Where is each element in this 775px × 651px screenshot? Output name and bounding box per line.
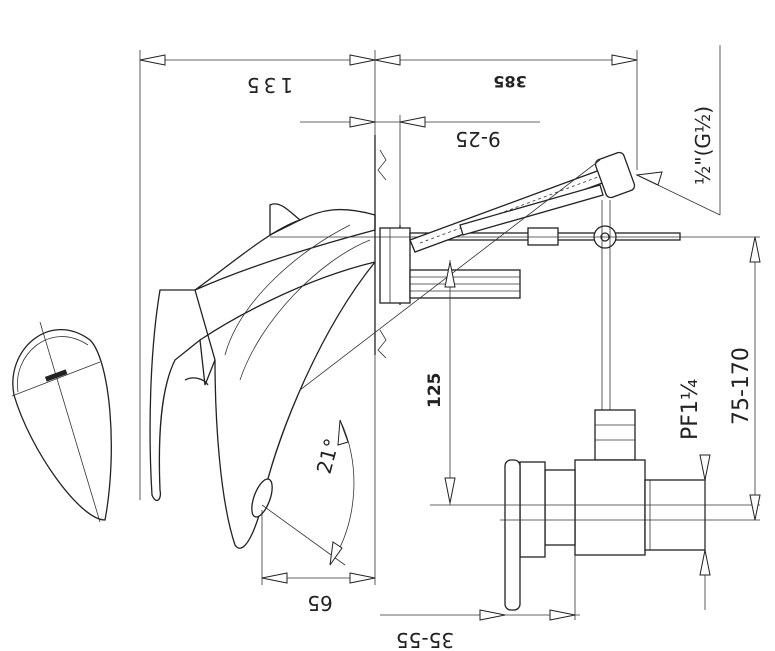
- popup-drain: PF1¼: [430, 379, 760, 611]
- dimension-label-75-170: 75-170: [729, 347, 754, 425]
- dimension-label-65: 65: [307, 591, 332, 615]
- dimension-rod-height: 75-170: [729, 236, 761, 521]
- dimension-label-135: 135: [243, 73, 293, 97]
- dimension-label-35-55: 35-55: [396, 628, 454, 651]
- drain-thread-label: PF1¼: [678, 379, 703, 440]
- inlet-thread-label: ½"(G½): [691, 106, 715, 185]
- dimension-spout-height: 125: [425, 260, 456, 505]
- supply-hoses: ½"(G½): [299, 45, 721, 420]
- dimension-angle: 21°: [261, 419, 355, 566]
- dimension-label-385: 385: [493, 72, 526, 91]
- dimension-spout-projection: 65: [261, 510, 376, 615]
- handle-top-view: [11, 321, 112, 523]
- dimension-basin-thickness: 35-55: [380, 555, 580, 651]
- dimension-wall-thickness: 9-25: [300, 115, 540, 230]
- dimension-label-9-25: 9-25: [455, 127, 500, 151]
- mounting-fittings: [270, 225, 760, 304]
- faucet-body: [149, 203, 376, 549]
- dimension-label-21-degree: 21°: [312, 436, 344, 476]
- dimension-label-125: 125: [425, 373, 445, 409]
